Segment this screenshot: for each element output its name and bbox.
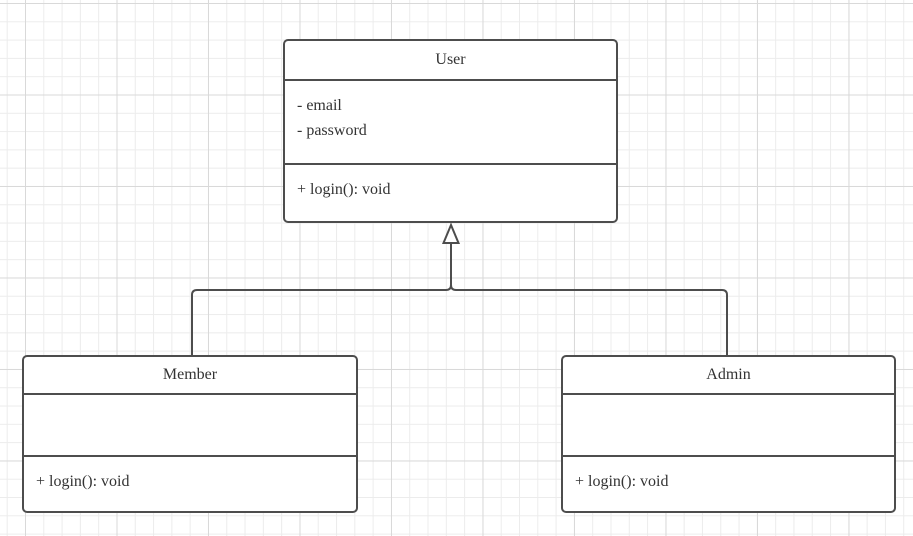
class-title-member: Member bbox=[24, 357, 356, 395]
class-attributes-admin bbox=[563, 395, 894, 457]
method: + login(): void bbox=[36, 473, 130, 490]
attribute: - email bbox=[297, 97, 342, 114]
inheritance-arrowhead-icon bbox=[442, 222, 460, 244]
class-methods-admin: + login(): void bbox=[563, 457, 894, 511]
class-name: Admin bbox=[706, 366, 751, 383]
class-attributes-member bbox=[24, 395, 356, 457]
method: + login(): void bbox=[297, 181, 391, 198]
class-title-user: User bbox=[285, 41, 616, 81]
class-methods-user: + login(): void bbox=[285, 165, 616, 221]
class-methods-member: + login(): void bbox=[24, 457, 356, 511]
class-attributes-user: - email - password bbox=[285, 81, 616, 165]
inheritance-edge-member-to-user[interactable] bbox=[191, 243, 452, 355]
inheritance-edge-admin-to-user[interactable] bbox=[450, 243, 728, 355]
class-title-admin: Admin bbox=[563, 357, 894, 395]
class-box-user[interactable]: User - email - password + login(): void bbox=[283, 39, 618, 223]
method: + login(): void bbox=[575, 473, 669, 490]
class-name: User bbox=[435, 51, 466, 68]
class-box-member[interactable]: Member + login(): void bbox=[22, 355, 358, 513]
class-box-admin[interactable]: Admin + login(): void bbox=[561, 355, 896, 513]
attribute: - password bbox=[297, 122, 367, 139]
class-name: Member bbox=[162, 366, 218, 383]
